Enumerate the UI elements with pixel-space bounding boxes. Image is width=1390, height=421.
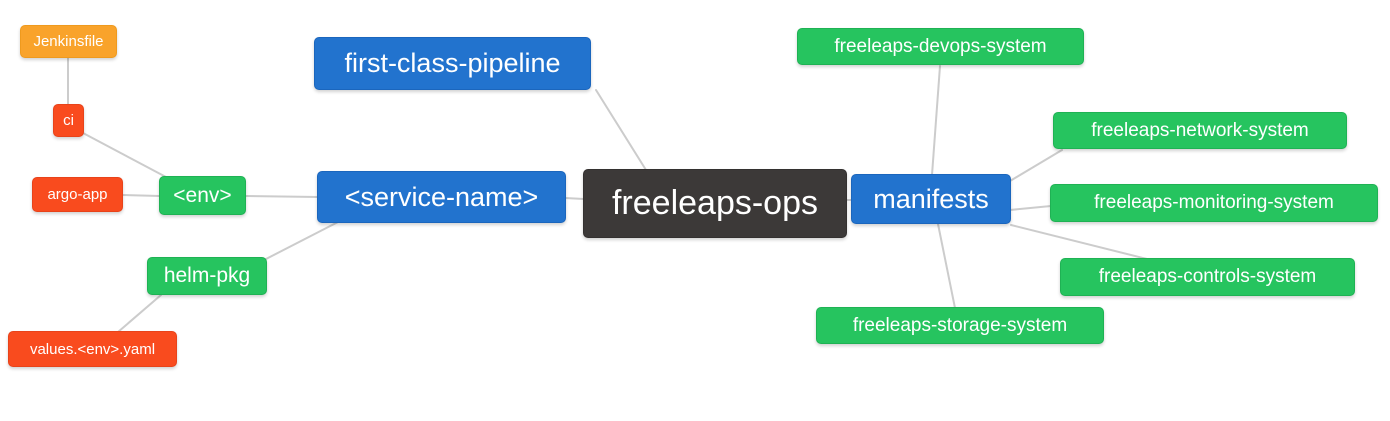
node-freeleaps-controls-system[interactable]: freeleaps-controls-system (1060, 258, 1355, 296)
edge-manifests-to-freeleaps-devops-system (931, 65, 941, 176)
node-freeleaps-storage-system[interactable]: freeleaps-storage-system (816, 307, 1104, 344)
edge-manifests-to-freeleaps-storage-system (937, 223, 956, 309)
node-manifests[interactable]: manifests (851, 174, 1011, 224)
edge-manifests-to-freeleaps-monitoring-system (1009, 205, 1052, 211)
node-jenkinsfile[interactable]: Jenkinsfile (20, 25, 117, 58)
node-freeleaps-network-system[interactable]: freeleaps-network-system (1053, 112, 1347, 149)
edge-first-class-pipeline-to-freeleaps-ops (595, 89, 647, 171)
node-first-class-pipeline[interactable]: first-class-pipeline (314, 37, 591, 90)
node-freeleaps-ops[interactable]: freeleaps-ops (583, 169, 847, 238)
edge-env-to-service-name (244, 195, 319, 198)
node-helm-pkg[interactable]: helm-pkg (147, 257, 267, 295)
edge-helm-pkg-to-service-name (265, 221, 339, 260)
node-argo-app[interactable]: argo-app (32, 177, 123, 212)
node-env[interactable]: <env> (159, 176, 246, 215)
edge-values-env-yaml-to-helm-pkg (117, 294, 162, 333)
node-service-name[interactable]: <service-name> (317, 171, 566, 223)
node-freeleaps-devops-system[interactable]: freeleaps-devops-system (797, 28, 1084, 65)
edge-manifests-to-freeleaps-controls-system (1010, 224, 1148, 260)
edge-manifests-to-freeleaps-network-system (1009, 149, 1063, 182)
node-ci[interactable]: ci (53, 104, 84, 137)
node-freeleaps-monitoring-system[interactable]: freeleaps-monitoring-system (1050, 184, 1378, 222)
edge-ci-to-env (82, 132, 167, 178)
node-values-env-yaml[interactable]: values.<env>.yaml (8, 331, 177, 367)
edge-service-name-to-freeleaps-ops (564, 197, 585, 200)
edge-argo-app-to-env (121, 194, 161, 197)
